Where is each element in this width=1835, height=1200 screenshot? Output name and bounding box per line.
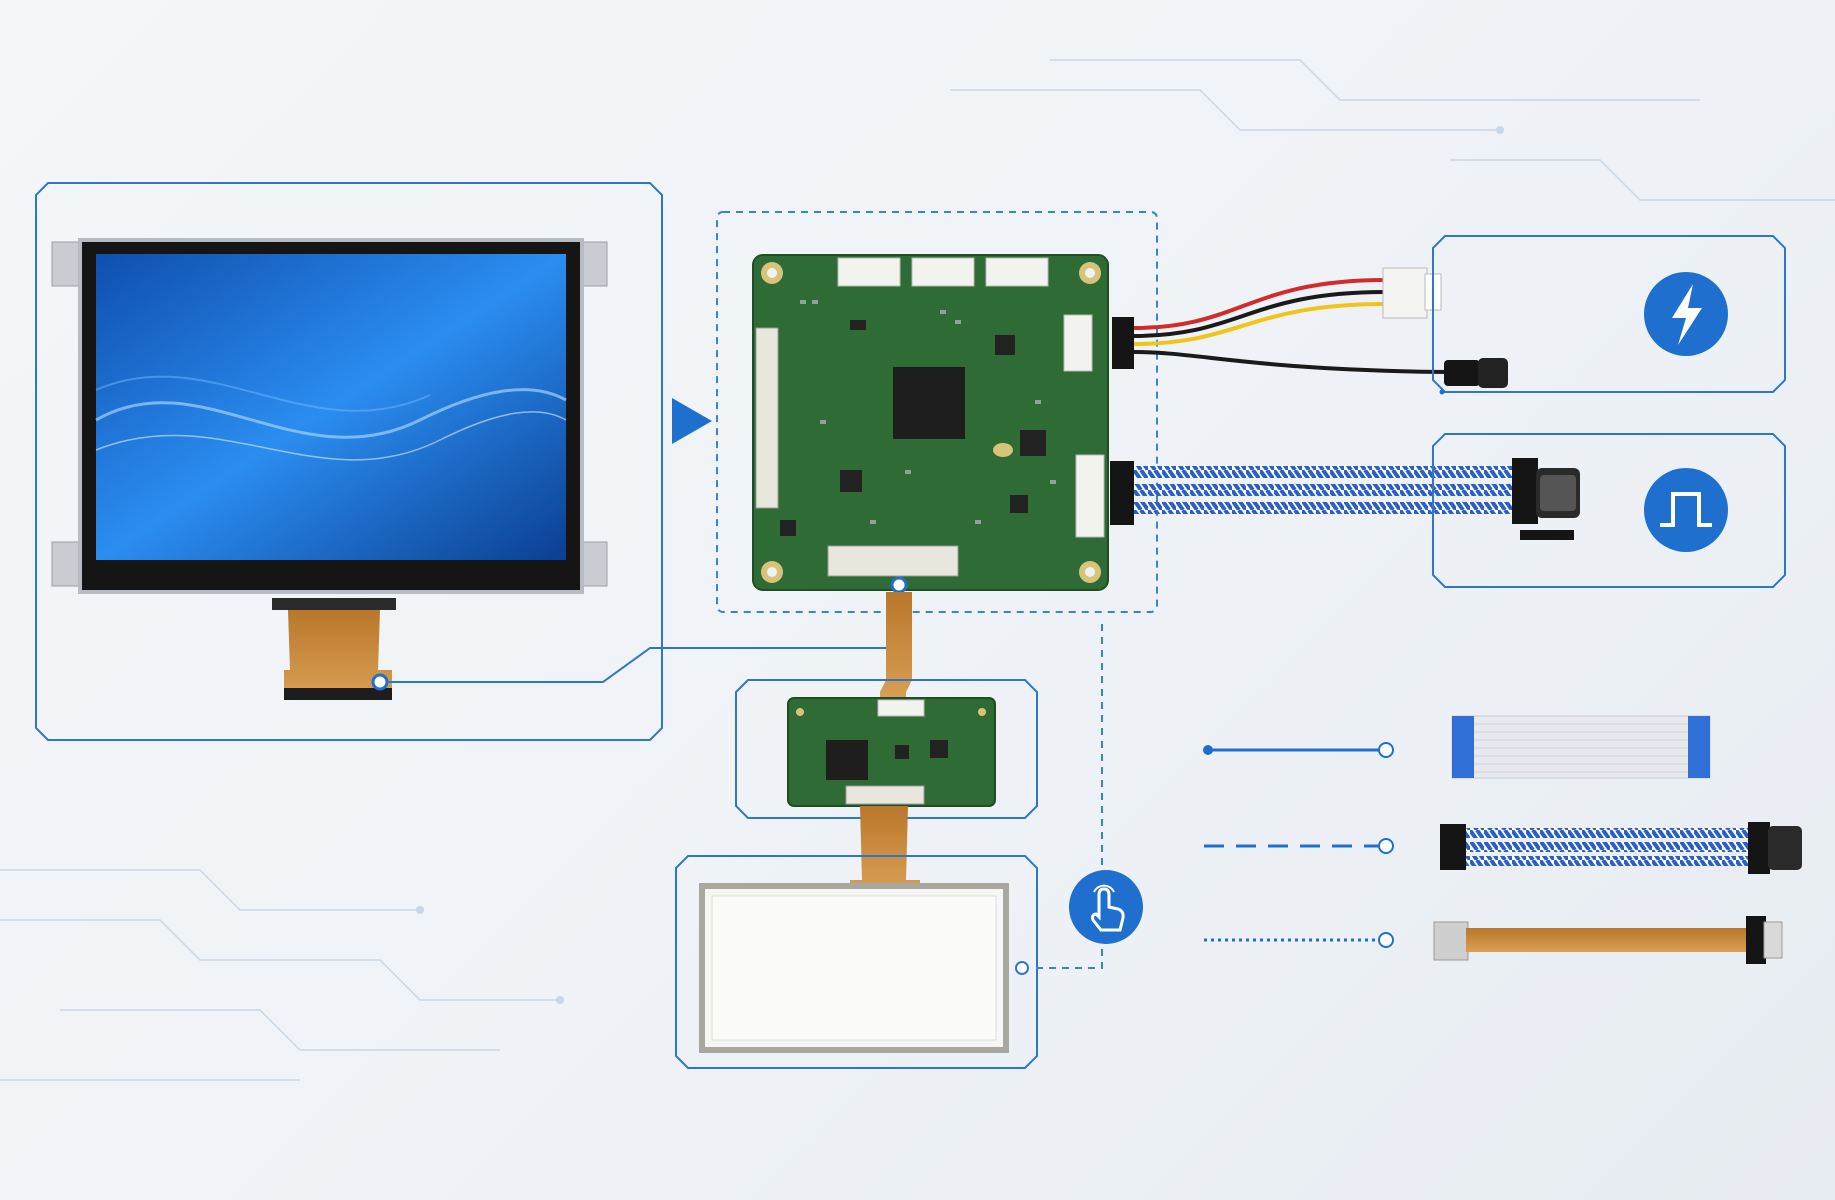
touch-panel-frame — [675, 855, 1038, 1069]
connection-point — [371, 673, 389, 691]
lcd-display-panel — [51, 238, 608, 594]
signal-cable — [1110, 458, 1580, 540]
board-flex-cable — [880, 592, 912, 703]
lcd-flex-cable — [272, 598, 396, 700]
power-frame — [1432, 235, 1786, 393]
lightning-bolt-icon — [1644, 272, 1728, 356]
lcd-to-board-leader — [388, 580, 899, 683]
play-arrow-icon — [672, 398, 712, 444]
power-cable — [1112, 267, 1508, 395]
signal-frame — [1432, 433, 1786, 588]
twisted-pair-cable — [1440, 822, 1802, 874]
flat-ffc-cable — [1451, 715, 1711, 779]
connection-point — [890, 576, 908, 594]
background-circuit-traces — [0, 59, 1835, 1081]
lcd-panel-frame — [35, 182, 663, 741]
touch-controller-frame — [735, 679, 1038, 819]
processor-chip — [893, 367, 965, 439]
controller-board-frame — [716, 211, 1158, 613]
touch-leader-line — [1030, 624, 1103, 969]
fpc-flex-cable — [1433, 916, 1783, 964]
touch-flex-cable — [850, 806, 920, 892]
controller-board — [752, 254, 1109, 594]
lcd-screen — [96, 254, 566, 560]
legend-dotted — [1204, 932, 1394, 948]
legend-solid — [1203, 742, 1394, 758]
touch-controller-board — [787, 697, 996, 807]
connection-point — [1015, 961, 1029, 975]
square-pulse-icon — [1644, 468, 1728, 552]
touch-hand-icon — [1069, 870, 1143, 944]
resistive-touch-panel — [699, 883, 1009, 1053]
legend-dashed — [1204, 838, 1394, 854]
